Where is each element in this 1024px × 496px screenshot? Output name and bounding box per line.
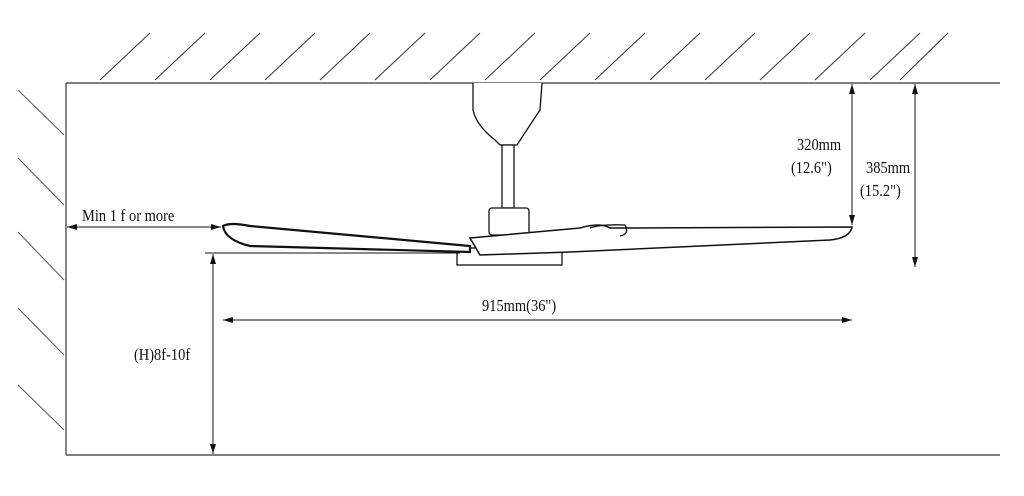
- drop-total-mm-label: 385mm: [866, 158, 911, 177]
- mount-height-label: (H)8f-10f: [134, 345, 191, 364]
- clearance-label: Min 1 f or more: [82, 206, 175, 225]
- diameter-label: 915mm(36"): [482, 296, 557, 315]
- dimension-lines: [67, 84, 918, 454]
- drop-short-mm-label: 320mm: [797, 135, 842, 154]
- motor-housing: [488, 207, 530, 236]
- canopy: [472, 82, 543, 146]
- drop-total-in-label: (15.2"): [860, 181, 901, 200]
- blade-right: [468, 224, 853, 256]
- drop-short-in-label: (12.6"): [791, 158, 832, 177]
- ceiling-fan: [221, 82, 853, 266]
- downrod: [501, 144, 515, 209]
- ceiling-hatching: [99, 32, 949, 81]
- wall-hatching: [17, 89, 65, 431]
- blade-left: [221, 222, 472, 254]
- room-outline: [65, 82, 1000, 456]
